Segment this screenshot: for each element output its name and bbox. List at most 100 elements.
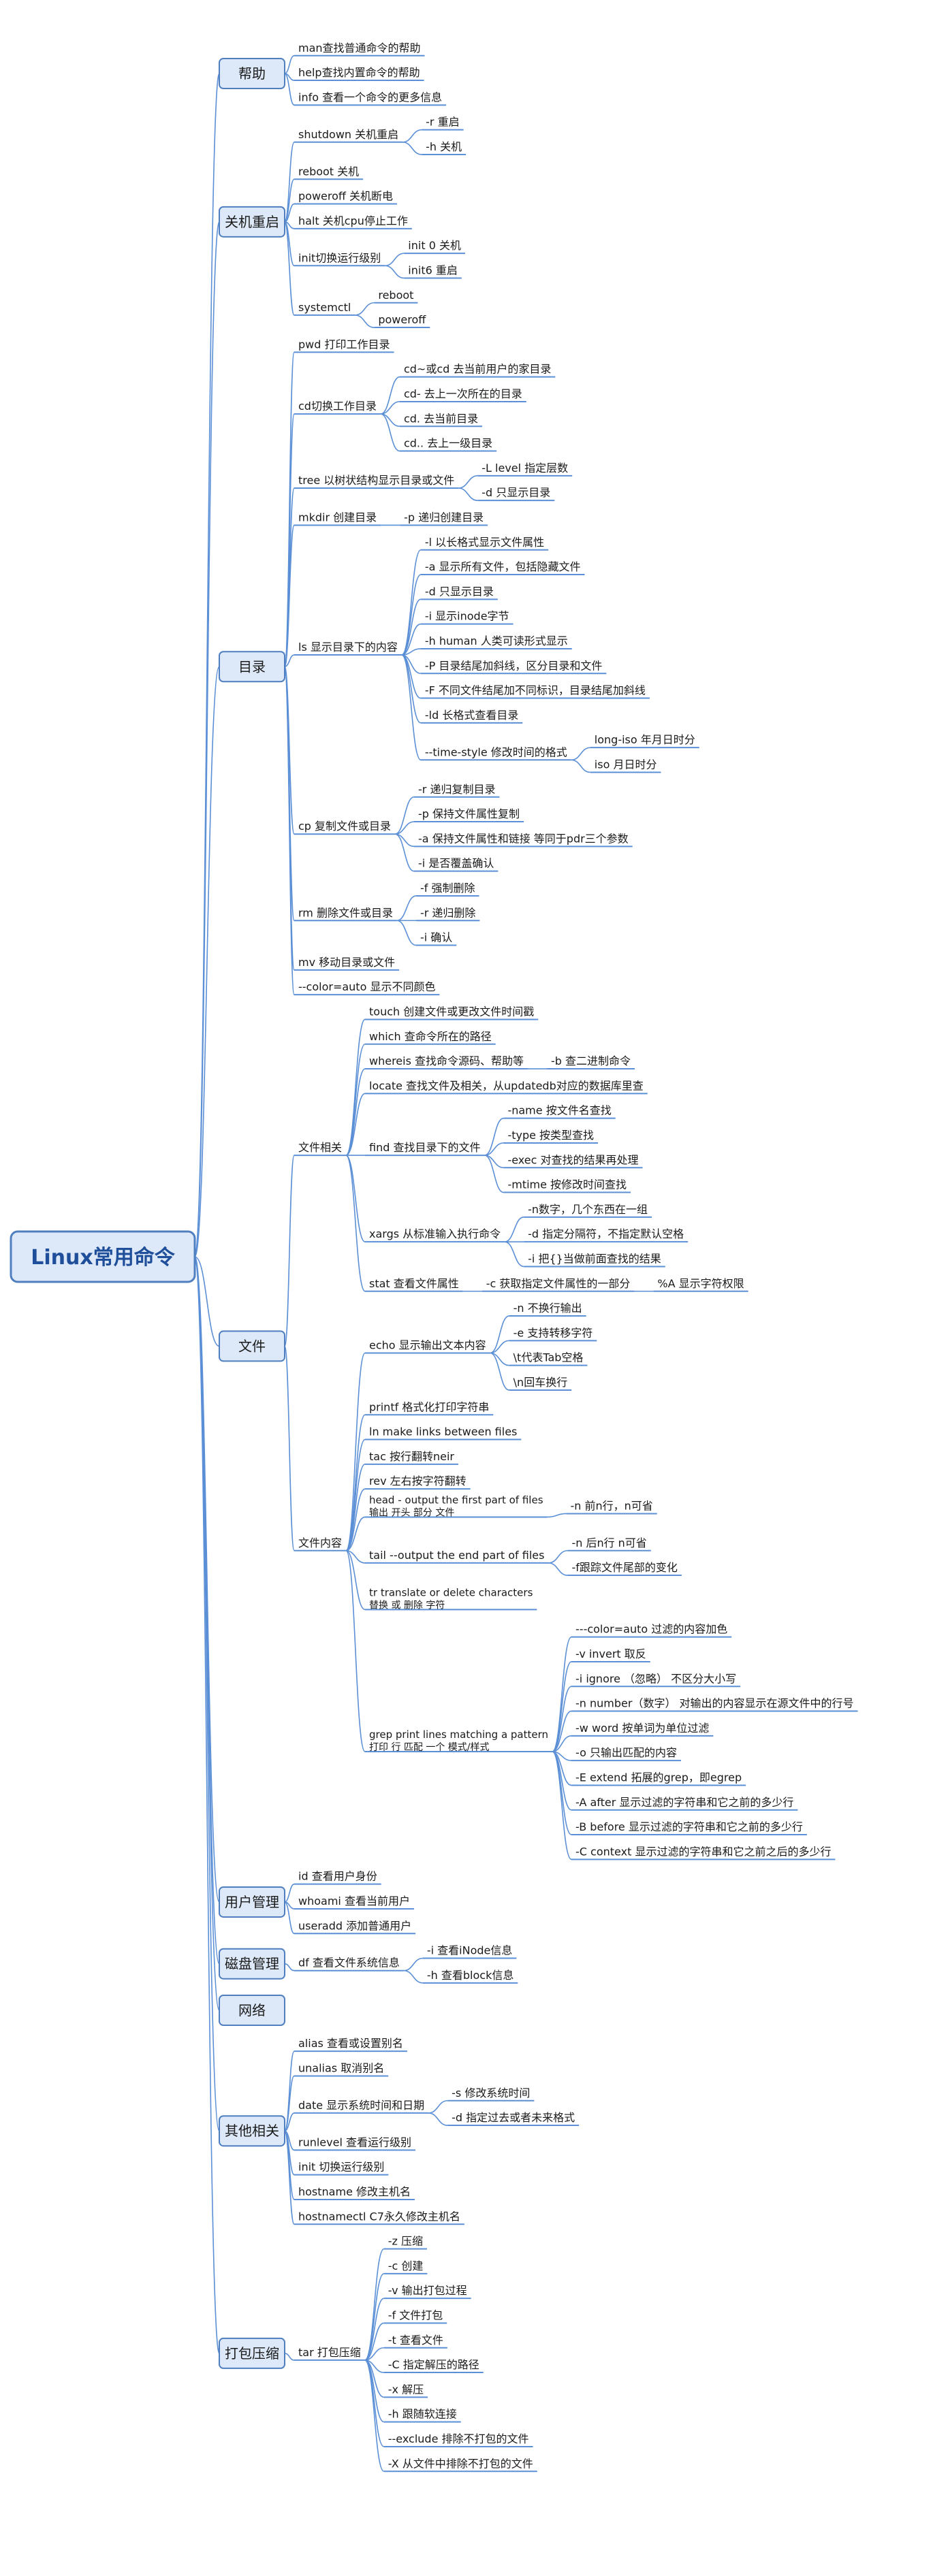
node-label: -h 关机 — [426, 140, 462, 153]
node-label: -w word 按单词为单位过滤 — [575, 1722, 709, 1735]
node-z: -z 压缩 — [388, 2235, 423, 2248]
node-a: -A after 显示过滤的字符串和它之前的多少行 — [575, 1796, 793, 1809]
node-a: -a 显示所有文件，包括隐藏文件 — [425, 560, 581, 573]
node-label: echo 显示输出文本内容 — [369, 1339, 486, 1352]
node-label: --color=auto 显示不同颜色 — [298, 980, 435, 993]
branch-box — [219, 1995, 285, 2026]
node-tar: tar 打包压缩 — [298, 2346, 361, 2359]
node-h: -h 查看block信息 — [427, 1969, 514, 1982]
connector-line — [284, 666, 295, 995]
node-h: -h 关机 — [426, 140, 462, 153]
node-label: -h 跟随软连接 — [388, 2408, 457, 2421]
node-label: -i 确认 — [420, 931, 452, 944]
node-rm: rm 删除文件或目录 — [298, 906, 393, 919]
node-time-style: --time-style 修改时间的格式 — [425, 745, 567, 758]
node-type: -type 按类型查找 — [507, 1129, 594, 1142]
connector-line — [345, 1464, 366, 1551]
node-label: -n 后n行 n可省 — [571, 1536, 646, 1549]
node-label: tar 打包压缩 — [298, 2346, 361, 2359]
connector-line — [552, 1661, 572, 1752]
connector-line — [402, 142, 422, 155]
node-sublabel: 打印 行 匹配 一个 模式/样式 — [369, 1741, 490, 1753]
connector-line — [548, 1562, 568, 1576]
node-label: alias 查看或设置别名 — [298, 2037, 403, 2050]
node-label: -n数字，几个东西在一组 — [528, 1203, 648, 1216]
node-label: which 查命令所在的路径 — [369, 1030, 492, 1043]
node-a: %A 显示字符权限 — [657, 1277, 744, 1290]
node-s: -s 修改系统时间 — [452, 2087, 530, 2099]
connector-line — [401, 654, 422, 761]
node-cd: cd. 去当前目录 — [404, 412, 478, 425]
node-label: cd. 去当前目录 — [404, 412, 478, 425]
node-f: -f跟踪文件尾部的变化 — [571, 1561, 677, 1574]
connector-line — [490, 1352, 509, 1391]
node-label: -p 保持文件属性复制 — [418, 807, 520, 820]
node-d: -d 指定过去或者未来格式 — [452, 2111, 575, 2124]
node-label: hostnamectl C7永久修改主机名 — [298, 2210, 460, 2223]
connector-line — [194, 666, 220, 1257]
node-h: -h 跟随软连接 — [388, 2408, 457, 2421]
connector-line — [284, 1901, 295, 1935]
node-n: -n数字，几个东西在一组 — [528, 1203, 648, 1216]
branch-label: 其他相关 — [225, 2123, 279, 2139]
node-label: systemctl — [298, 301, 351, 314]
node-label: printf 格式化打印字符串 — [369, 1400, 489, 1413]
node-poweroff: poweroff — [378, 313, 426, 326]
node-label: tail --output the end part of files — [369, 1549, 544, 1562]
node-label: man查找普通命令的帮助 — [298, 42, 421, 54]
node-label: -e 支持转移字符 — [514, 1326, 593, 1339]
connector-line — [396, 895, 417, 922]
connector-line — [284, 1345, 295, 1551]
node-label: -n number（数字） 对输出的内容显示在源文件中的行号 — [575, 1697, 854, 1710]
node-label: ---color=auto 过滤的内容加色 — [575, 1623, 727, 1636]
node-label: touch 创建文件或更改文件时间戳 — [369, 1005, 534, 1018]
node-label: \n回车换行 — [514, 1376, 568, 1389]
connector-line — [345, 1516, 366, 1551]
connector-line — [345, 1352, 366, 1551]
node-label: rev 左右按字符翻转 — [369, 1475, 467, 1487]
connector-line — [284, 221, 295, 316]
connector-line — [345, 1488, 366, 1551]
connector-line — [284, 203, 295, 223]
connector-line — [194, 1256, 220, 1347]
node-name: -name 按文件名查找 — [507, 1104, 611, 1117]
connector-line — [402, 129, 422, 143]
connector-line — [504, 1217, 524, 1242]
node-item: 文件内容 — [298, 1536, 342, 1549]
node-label: ln make links between files — [369, 1426, 517, 1438]
node-help: help查找内置命令的帮助 — [298, 66, 420, 79]
connector-line — [364, 2347, 384, 2361]
node-systemctl: systemctl — [298, 301, 351, 314]
node-p: -P 目录结尾加斜线，区分目录和文件 — [425, 659, 603, 672]
node-label: -p 递归创建目录 — [404, 511, 484, 524]
connector-line — [355, 302, 375, 316]
node-i: -i 把{}当做前面查找的结果 — [528, 1252, 661, 1265]
connector-line — [458, 475, 478, 489]
node-label: --exclude 排除不打包的文件 — [388, 2432, 529, 2445]
connector-line — [484, 1155, 504, 1193]
node-label: runlevel 查看运行级别 — [298, 2136, 411, 2148]
branch-box — [219, 2337, 285, 2369]
node-label: -z 压缩 — [388, 2235, 423, 2248]
node-label: -exec 对查找的结果再处理 — [507, 1153, 638, 1166]
node-alias: alias 查看或设置别名 — [298, 2037, 403, 2050]
node-label: tree 以树状结构显示目录或文件 — [298, 474, 454, 487]
node-label: reboot — [378, 289, 413, 302]
node-label: %A 显示字符权限 — [657, 1277, 744, 1290]
node-label: -type 按类型查找 — [507, 1129, 594, 1142]
node-find: find 查找目录下的文件 — [369, 1141, 480, 1154]
node-p: -p 递归创建目录 — [404, 511, 484, 524]
node-mtime: -mtime 按修改时间查找 — [507, 1178, 627, 1191]
branch-2: 目录 — [219, 651, 285, 683]
node-label: tac 按行翻转neir — [369, 1450, 454, 1463]
node-label: df 查看文件系统信息 — [298, 1957, 400, 1969]
branch-box — [219, 651, 285, 683]
node-label: init6 重启 — [408, 263, 458, 276]
node-label: -r 递归删除 — [420, 906, 475, 919]
connector-line — [284, 351, 295, 668]
node-hostname: hostname 修改主机名 — [298, 2185, 411, 2198]
branch-6: 网络 — [219, 1995, 285, 2026]
connector-line — [385, 265, 405, 279]
connector-line — [571, 759, 590, 773]
